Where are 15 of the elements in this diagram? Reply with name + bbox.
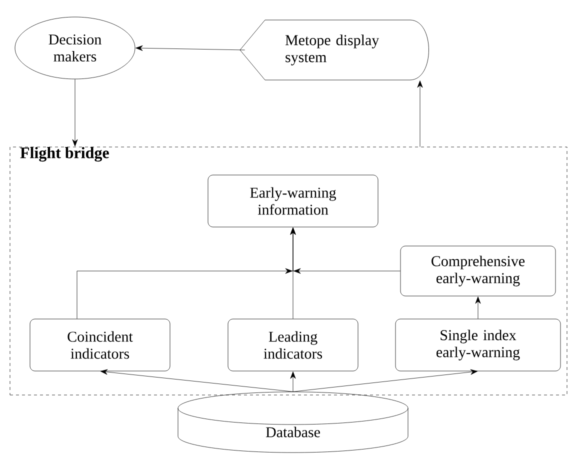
arrow	[417, 80, 423, 147]
process-box: Comprehensive early-warning	[400, 246, 556, 296]
arrow	[100, 369, 294, 392]
arrow	[290, 228, 400, 274]
process-box: Leading indicators	[228, 318, 358, 372]
arrow	[290, 372, 296, 392]
arrow	[72, 79, 78, 146]
ellipse-node: Decision makers	[14, 16, 136, 80]
arrow	[136, 45, 245, 51]
process-box: Single index early-warning	[395, 318, 561, 372]
process-box: Coincident indicators	[30, 318, 170, 372]
arrow	[475, 296, 481, 319]
arrow	[292, 369, 478, 392]
process-box: Early-warning information	[208, 174, 378, 228]
database-cylinder: Database	[178, 392, 408, 453]
